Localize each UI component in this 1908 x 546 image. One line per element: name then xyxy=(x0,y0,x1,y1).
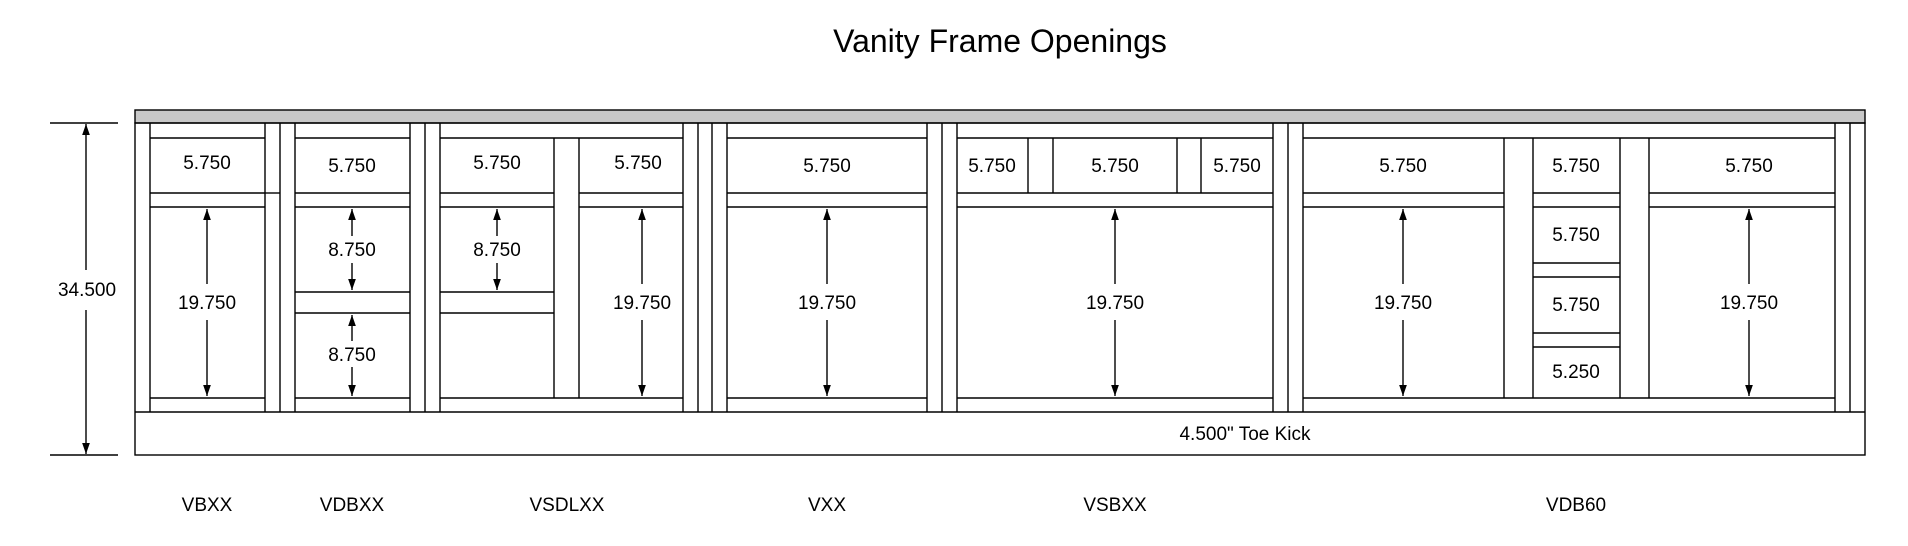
opening-dimension: 19.750 xyxy=(1086,293,1144,314)
opening-dimension: 5.750 xyxy=(1213,156,1261,177)
opening-dimension: 5.750 xyxy=(1552,225,1600,246)
cabinet-vbxx: 5.750 19.750 VBXX xyxy=(149,123,266,516)
toe-kick-label: 4.500" Toe Kick xyxy=(1179,424,1311,445)
stile-dividers xyxy=(279,123,1851,412)
cabinet-label: VDBXX xyxy=(320,495,385,516)
opening-dimension: 5.250 xyxy=(1552,362,1600,383)
page-title: Vanity Frame Openings xyxy=(833,23,1167,59)
cabinet-vxx: 5.750 19.750 VXX xyxy=(726,123,927,516)
opening-dimension: 5.750 xyxy=(968,156,1016,177)
overall-height-label: 34.500 xyxy=(58,280,116,301)
opening-dimension: 19.750 xyxy=(613,293,671,314)
opening-dimension: 5.750 xyxy=(328,156,376,177)
opening-dimension: 5.750 xyxy=(473,153,521,174)
opening-dimension: 19.750 xyxy=(1720,293,1778,314)
opening-dimension: 19.750 xyxy=(178,293,236,314)
cabinet-label: VXX xyxy=(808,495,846,516)
opening-dimension: 5.750 xyxy=(803,156,851,177)
cabinet-label: VBXX xyxy=(182,495,233,516)
opening-dimension: 5.750 xyxy=(614,153,662,174)
opening-dimension: 5.750 xyxy=(1725,156,1773,177)
opening-dimension: 5.750 xyxy=(1552,295,1600,316)
cabinet-vdbxx: 5.750 8.750 8.750 VDBXX xyxy=(294,123,410,516)
overall-height-dimension xyxy=(50,122,118,456)
opening-dimension: 8.750 xyxy=(328,345,376,366)
opening-dimension: 8.750 xyxy=(328,240,376,261)
opening-dimension: 8.750 xyxy=(473,240,521,261)
opening-dimension: 5.750 xyxy=(183,153,231,174)
opening-dimension: 19.750 xyxy=(798,293,856,314)
opening-dimension: 5.750 xyxy=(1379,156,1427,177)
opening-dimension: 5.750 xyxy=(1552,156,1600,177)
cabinet-vsdlxx: 5.750 8.750 5.750 19.750 VSDLXX xyxy=(439,123,684,516)
cabinet-label: VSBXX xyxy=(1083,495,1147,516)
cabinet-vdb60: 5.750 19.750 5.750 5.750 5.750 5.250 5.7… xyxy=(1302,123,1836,516)
cabinet-label: VDB60 xyxy=(1546,495,1606,516)
frame-outline xyxy=(134,109,1866,456)
opening-dimension: 5.750 xyxy=(1091,156,1139,177)
opening-dimension: 19.750 xyxy=(1374,293,1432,314)
cabinet-vsbxx: 5.750 5.750 5.750 19.750 VSBXX xyxy=(956,123,1273,516)
cabinet-label: VSDLXX xyxy=(530,495,605,516)
